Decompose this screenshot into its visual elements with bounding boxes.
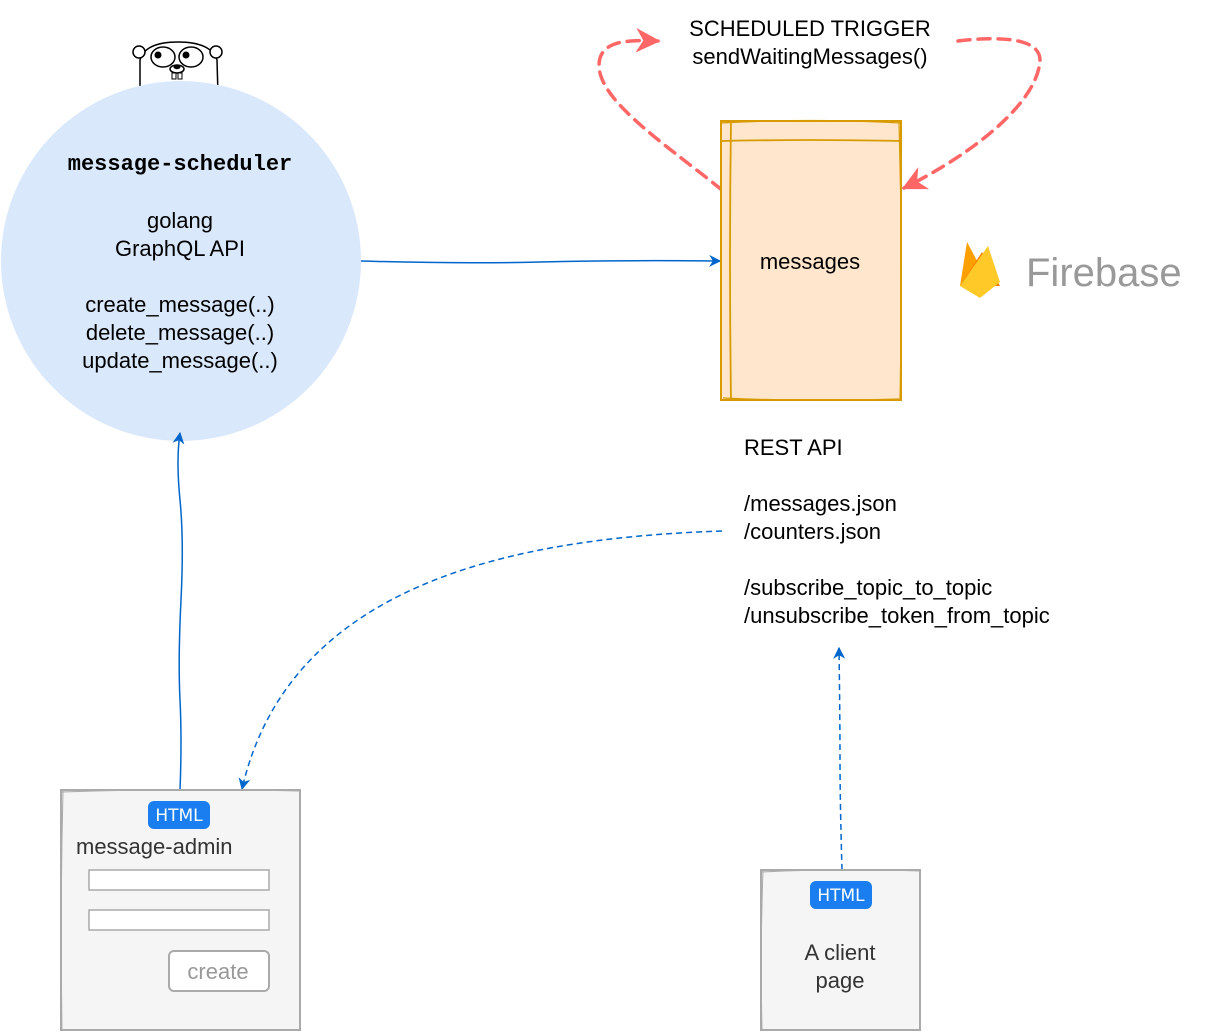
client-badge-label: HTML xyxy=(817,886,865,906)
firebase-label: Firebase xyxy=(1026,251,1182,295)
trigger-loop-right-arrow xyxy=(901,36,1042,190)
admin-badge-label: HTML xyxy=(155,806,203,826)
html-badge xyxy=(148,801,210,829)
message-admin-page: HTML message-admin create xyxy=(60,789,301,1031)
rest-api-endpoint-subscribe: /subscribe_topic_to_topic xyxy=(744,575,992,600)
rest-api-endpoint-messages: /messages.json xyxy=(744,491,897,516)
admin-page-title: message-admin xyxy=(76,834,233,859)
admin-to-scheduler-arrow xyxy=(172,431,185,791)
scheduler-line-4: create_message(..) xyxy=(85,292,275,317)
client-page-line-2: page xyxy=(816,968,865,993)
scheduler-to-messages-arrow xyxy=(360,254,722,267)
scheduler-title: message-scheduler xyxy=(68,152,292,177)
messages-store: messages xyxy=(719,119,903,401)
gopher-icon xyxy=(132,41,223,96)
client-to-rest-api-arrow xyxy=(833,646,846,871)
rest-api-to-admin-arrow xyxy=(238,530,723,791)
rest-api-endpoint-unsubscribe: /unsubscribe_token_from_topic xyxy=(744,603,1050,628)
scheduler-node: message-scheduler golang GraphQL API cre… xyxy=(1,81,361,441)
scheduler-line-6: update_message(..) xyxy=(82,348,278,373)
admin-input-1[interactable] xyxy=(88,869,270,891)
firebase-logo: Firebase xyxy=(960,242,1182,298)
create-button[interactable]: create xyxy=(168,950,270,992)
html-badge xyxy=(810,881,872,909)
client-page: HTML A client page xyxy=(760,869,921,1031)
create-button-label: create xyxy=(187,959,248,984)
admin-input-2[interactable] xyxy=(88,909,270,931)
trigger-function: sendWaitingMessages() xyxy=(692,44,927,69)
scheduler-line-5: delete_message(..) xyxy=(86,320,274,345)
trigger-loop-left-arrow xyxy=(597,27,724,192)
client-page-line-1: A client xyxy=(805,940,876,965)
messages-label: messages xyxy=(760,249,860,274)
scheduler-line-1: golang xyxy=(147,208,213,233)
rest-api-endpoint-counters: /counters.json xyxy=(744,519,881,544)
trigger-title: SCHEDULED TRIGGER xyxy=(689,16,931,41)
scheduler-line-2: GraphQL API xyxy=(115,236,245,261)
rest-api-title: REST API xyxy=(744,435,843,460)
rest-api-info: REST API /messages.json /counters.json /… xyxy=(744,435,1050,628)
